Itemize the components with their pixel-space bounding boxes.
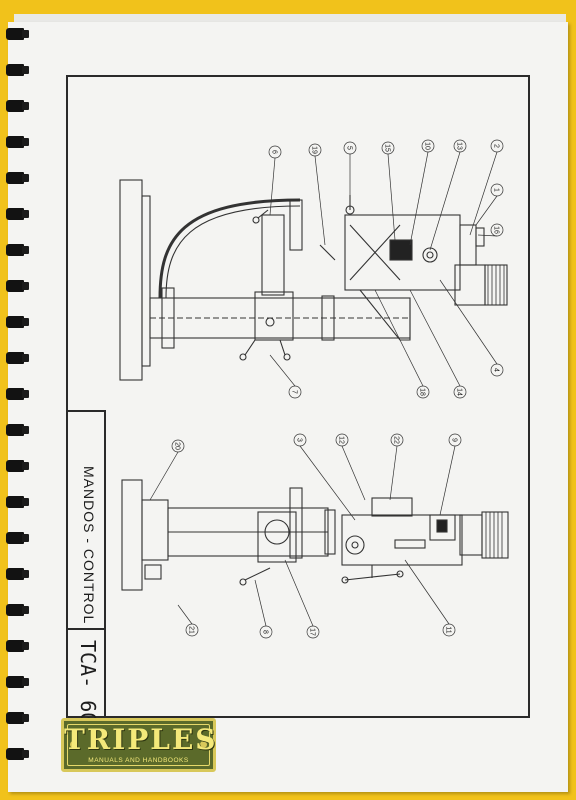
binding-ring bbox=[6, 676, 32, 688]
motor-fins-bottom bbox=[485, 512, 503, 558]
binding-ring bbox=[6, 748, 32, 760]
binding-ring bbox=[6, 388, 32, 400]
callout-number: 21 bbox=[188, 626, 195, 634]
binding-ring bbox=[6, 172, 32, 184]
callout-number: 18 bbox=[419, 388, 426, 396]
binding-ring bbox=[6, 316, 32, 328]
binding-ring bbox=[6, 28, 32, 40]
binding-ring bbox=[6, 532, 32, 544]
callout-number: 2 bbox=[493, 144, 500, 148]
carriage-top bbox=[254, 291, 294, 341]
callout-number: 11 bbox=[445, 626, 452, 633]
callout-number: 10 bbox=[424, 142, 431, 150]
binding-ring bbox=[6, 100, 32, 112]
binding-ring bbox=[6, 244, 32, 256]
callout-number: 5 bbox=[346, 146, 353, 150]
model-block bbox=[66, 628, 106, 718]
binding-ring bbox=[6, 208, 32, 220]
logo-bolt-icon bbox=[200, 741, 207, 748]
title-block bbox=[66, 410, 106, 630]
callouts-top: 6 19 5 15 10 13 2 1 16 7 18 14 4 bbox=[268, 139, 504, 399]
binding-ring bbox=[6, 280, 32, 292]
callout-number: 1 bbox=[493, 188, 500, 192]
base-plate-bottom bbox=[121, 479, 143, 591]
callout-number: 17 bbox=[309, 628, 316, 636]
binding-ring bbox=[6, 496, 32, 508]
manual-page bbox=[8, 22, 568, 792]
binding-ring bbox=[6, 64, 32, 76]
motor-fins-top bbox=[487, 265, 505, 305]
callout-number: 13 bbox=[456, 142, 463, 150]
binding-ring bbox=[6, 136, 32, 148]
logo-bolt-icon bbox=[70, 741, 77, 748]
callout-number: 19 bbox=[311, 146, 318, 154]
top-view-machine bbox=[119, 179, 508, 381]
binding-ring bbox=[6, 568, 32, 580]
binding-ring bbox=[6, 424, 32, 436]
callouts-bottom: 20 3 12 22 9 21 8 17 11 bbox=[149, 433, 462, 639]
drill-head-bottom bbox=[341, 514, 463, 566]
callout-number: 20 bbox=[174, 442, 181, 450]
callout-number: 8 bbox=[262, 630, 269, 634]
binding-ring bbox=[6, 460, 32, 472]
callout-number: 6 bbox=[271, 150, 278, 154]
binding-ring bbox=[6, 640, 32, 652]
callout-number: 12 bbox=[338, 436, 345, 444]
binding-ring bbox=[6, 712, 32, 724]
callout-number: 14 bbox=[456, 388, 463, 396]
brand-tagline: MANUALS AND HANDBOOKS bbox=[88, 757, 189, 764]
callout-number: 22 bbox=[393, 436, 400, 444]
triples-logo: TRIPLES MANUALS AND HANDBOOKS bbox=[61, 718, 216, 772]
binding-ring bbox=[6, 352, 32, 364]
carriage-bottom bbox=[257, 511, 297, 563]
callout-number: 3 bbox=[296, 438, 303, 442]
brand-name: TRIPLES bbox=[64, 723, 218, 756]
callout-number: 16 bbox=[493, 226, 500, 234]
binding-ring bbox=[6, 604, 32, 616]
base-plate-top bbox=[119, 179, 143, 381]
callout-number: 7 bbox=[291, 390, 298, 394]
bottom-view-machine bbox=[121, 479, 509, 591]
callout-number: 15 bbox=[384, 144, 391, 152]
drawing-frame bbox=[66, 75, 530, 718]
callout-number: 4 bbox=[493, 368, 500, 372]
callout-number: 9 bbox=[451, 438, 458, 442]
